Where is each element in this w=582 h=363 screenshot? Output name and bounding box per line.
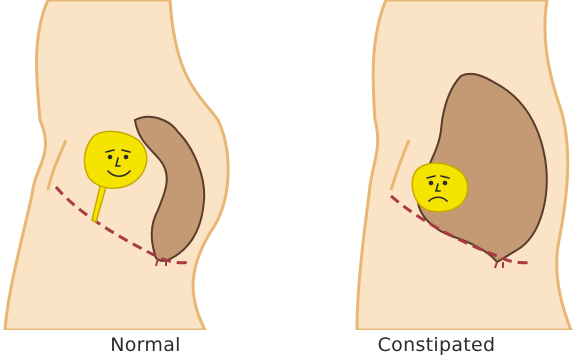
bladder-constipated [412, 163, 467, 212]
constipated-anatomy-illustration [291, 0, 582, 330]
caption-constipated: Constipated [291, 334, 582, 356]
panel-constipated: Constipated [291, 0, 582, 363]
panel-normal: Normal [0, 0, 291, 363]
bladder-normal [85, 131, 147, 188]
normal-anatomy-illustration [0, 0, 291, 330]
caption-normal: Normal [0, 334, 291, 356]
